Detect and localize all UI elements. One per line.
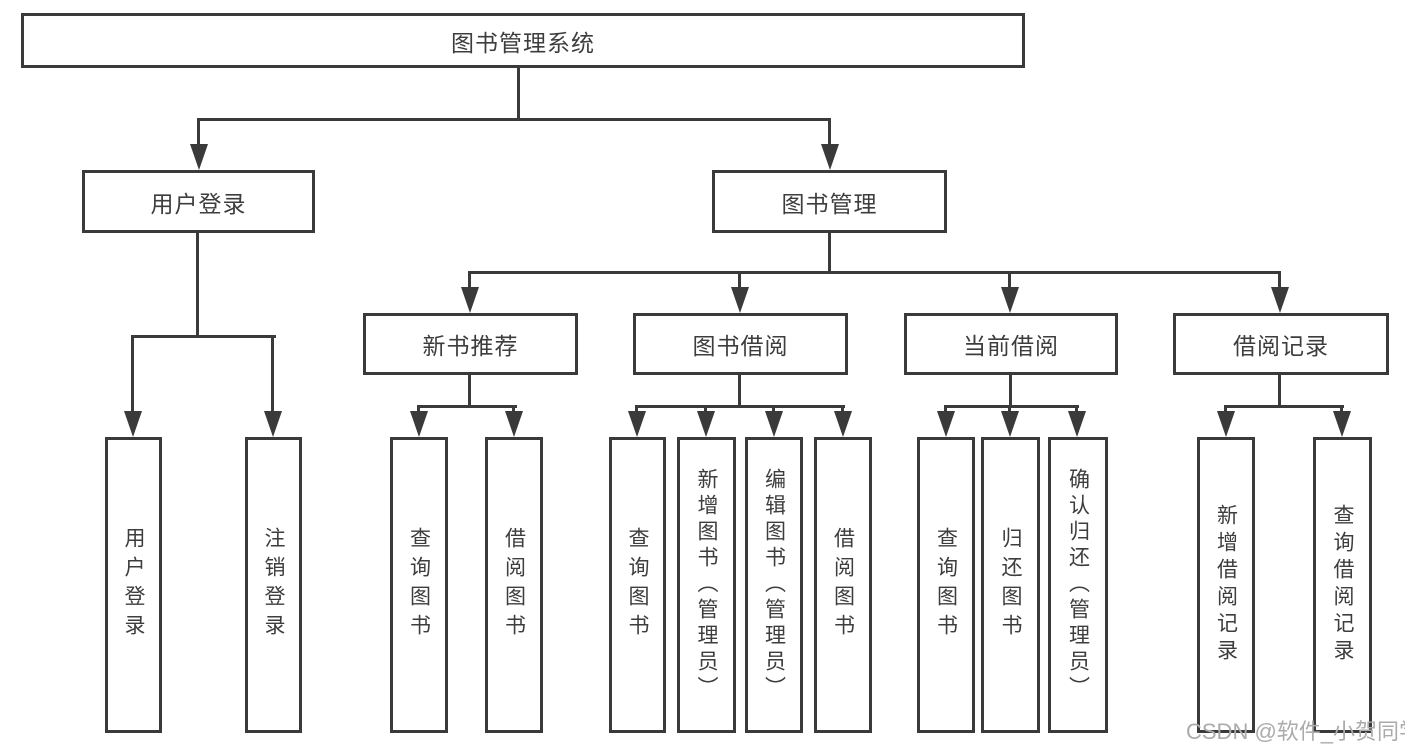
arrow-head-icon <box>1217 411 1235 437</box>
arrow-to-leaf-confirm-return <box>1068 406 1086 437</box>
connector-bar-new-book <box>417 405 517 408</box>
arrow-head-icon <box>505 411 523 437</box>
node-book-borrow: 图书借阅 <box>633 313 848 375</box>
arrow-head-icon <box>765 411 783 437</box>
leaf-add-book-admin: 新增图书（管理员） <box>677 437 736 733</box>
leaf-add-book-admin-label: 新增图书（管理员） <box>695 468 718 702</box>
leaf-logout-login: 注销登录 <box>245 437 302 733</box>
arrow-head-icon <box>264 411 282 437</box>
arrow-to-leaf-recommend-query <box>410 406 428 437</box>
leaf-current-query-book: 查询图书 <box>917 437 975 733</box>
leaf-logout-login-label: 注销登录 <box>262 527 285 643</box>
leaf-return-book: 归还图书 <box>981 437 1040 733</box>
arrow-head-icon <box>124 411 142 437</box>
arrow-to-user-login <box>190 118 208 170</box>
arrow-to-book-borrow <box>731 271 749 313</box>
leaf-edit-book-admin: 编辑图书（管理员） <box>745 437 803 733</box>
connector-bar-book-management <box>470 271 1281 274</box>
leaf-current-query-book-label: 查询图书 <box>934 527 958 643</box>
node-current-borrow: 当前借阅 <box>904 313 1118 375</box>
leaf-borrow-query-book: 查询图书 <box>609 437 666 733</box>
connector-stem-current-borrow <box>1009 375 1012 407</box>
arrow-to-leaf-add-record <box>1217 406 1235 437</box>
arrow-head-icon <box>1271 287 1289 313</box>
connector-stem-book-borrow <box>738 375 741 407</box>
arrow-to-leaf-edit-book <box>765 406 783 437</box>
leaf-borrow-borrow-book: 借阅图书 <box>814 437 872 733</box>
leaf-borrow-query-book-label: 查询图书 <box>626 527 649 643</box>
leaf-confirm-return-admin-label: 确认归还（管理员） <box>1066 468 1090 702</box>
node-root-library-system: 图书管理系统 <box>21 13 1025 68</box>
arrow-to-leaf-current-query <box>937 406 955 437</box>
connector-bar-borrow-records <box>1224 405 1344 408</box>
connector-bar-current-borrow <box>944 405 1079 408</box>
leaf-edit-book-admin-label: 编辑图书（管理员） <box>762 468 786 702</box>
connector-stem-new-book <box>468 375 471 407</box>
arrow-head-icon <box>937 411 955 437</box>
connector-bar-book-borrow <box>635 405 845 408</box>
leaf-recommend-borrow-book-label: 借阅图书 <box>502 527 526 643</box>
arrow-to-leaf-logout <box>264 335 282 437</box>
arrow-head-icon <box>461 287 479 313</box>
leaf-recommend-borrow-book: 借阅图书 <box>485 437 543 733</box>
leaf-add-borrow-record-label: 新增借阅记录 <box>1214 504 1238 666</box>
arrow-to-leaf-borrow-book <box>834 406 852 437</box>
arrow-to-leaf-query-record <box>1333 406 1351 437</box>
arrow-head-icon <box>410 411 428 437</box>
arrow-head-icon <box>821 144 839 170</box>
arrow-to-new-book <box>461 271 479 313</box>
leaf-user-login: 用户登录 <box>105 437 162 733</box>
arrow-to-borrow-records <box>1271 271 1289 313</box>
leaf-borrow-borrow-book-label: 借阅图书 <box>831 527 855 643</box>
arrow-head-icon <box>628 411 646 437</box>
connector-stem-user-login <box>196 233 199 337</box>
arrow-to-leaf-add-book <box>697 406 715 437</box>
leaf-query-borrow-record: 查询借阅记录 <box>1313 437 1372 733</box>
arrow-head-icon <box>697 411 715 437</box>
arrow-head-icon <box>1333 411 1351 437</box>
node-user-login: 用户登录 <box>82 170 315 233</box>
leaf-return-book-label: 归还图书 <box>999 527 1022 643</box>
leaf-user-login-label: 用户登录 <box>122 527 145 643</box>
arrow-head-icon <box>1001 287 1019 313</box>
arrow-to-leaf-recommend-borrow <box>505 406 523 437</box>
arrow-to-leaf-user-login <box>124 335 142 437</box>
arrow-head-icon <box>1068 411 1086 437</box>
csdn-watermark: CSDN @软件_小贺同学 <box>1186 719 1405 744</box>
connector-stem-root <box>517 68 520 120</box>
leaf-recommend-query-book-label: 查询图书 <box>407 527 431 643</box>
node-borrow-records: 借阅记录 <box>1173 313 1389 375</box>
arrow-to-current-borrow <box>1001 271 1019 313</box>
connector-bar-user-login <box>131 335 276 338</box>
leaf-confirm-return-admin: 确认归还（管理员） <box>1048 437 1108 733</box>
connector-stem-book-management <box>828 233 831 273</box>
connector-stem-borrow-records <box>1278 375 1281 407</box>
leaf-query-borrow-record-label: 查询借阅记录 <box>1331 504 1354 666</box>
arrow-to-leaf-return-book <box>1001 406 1019 437</box>
arrow-head-icon <box>731 287 749 313</box>
node-book-management: 图书管理 <box>712 170 947 233</box>
leaf-add-borrow-record: 新增借阅记录 <box>1197 437 1255 733</box>
arrow-head-icon <box>190 144 208 170</box>
arrow-to-book-management <box>821 118 839 170</box>
leaf-recommend-query-book: 查询图书 <box>390 437 448 733</box>
arrow-head-icon <box>834 411 852 437</box>
connector-bar-root <box>198 118 831 121</box>
arrow-to-leaf-borrow-query <box>628 406 646 437</box>
arrow-head-icon <box>1001 411 1019 437</box>
node-new-book-recommend: 新书推荐 <box>363 313 578 375</box>
